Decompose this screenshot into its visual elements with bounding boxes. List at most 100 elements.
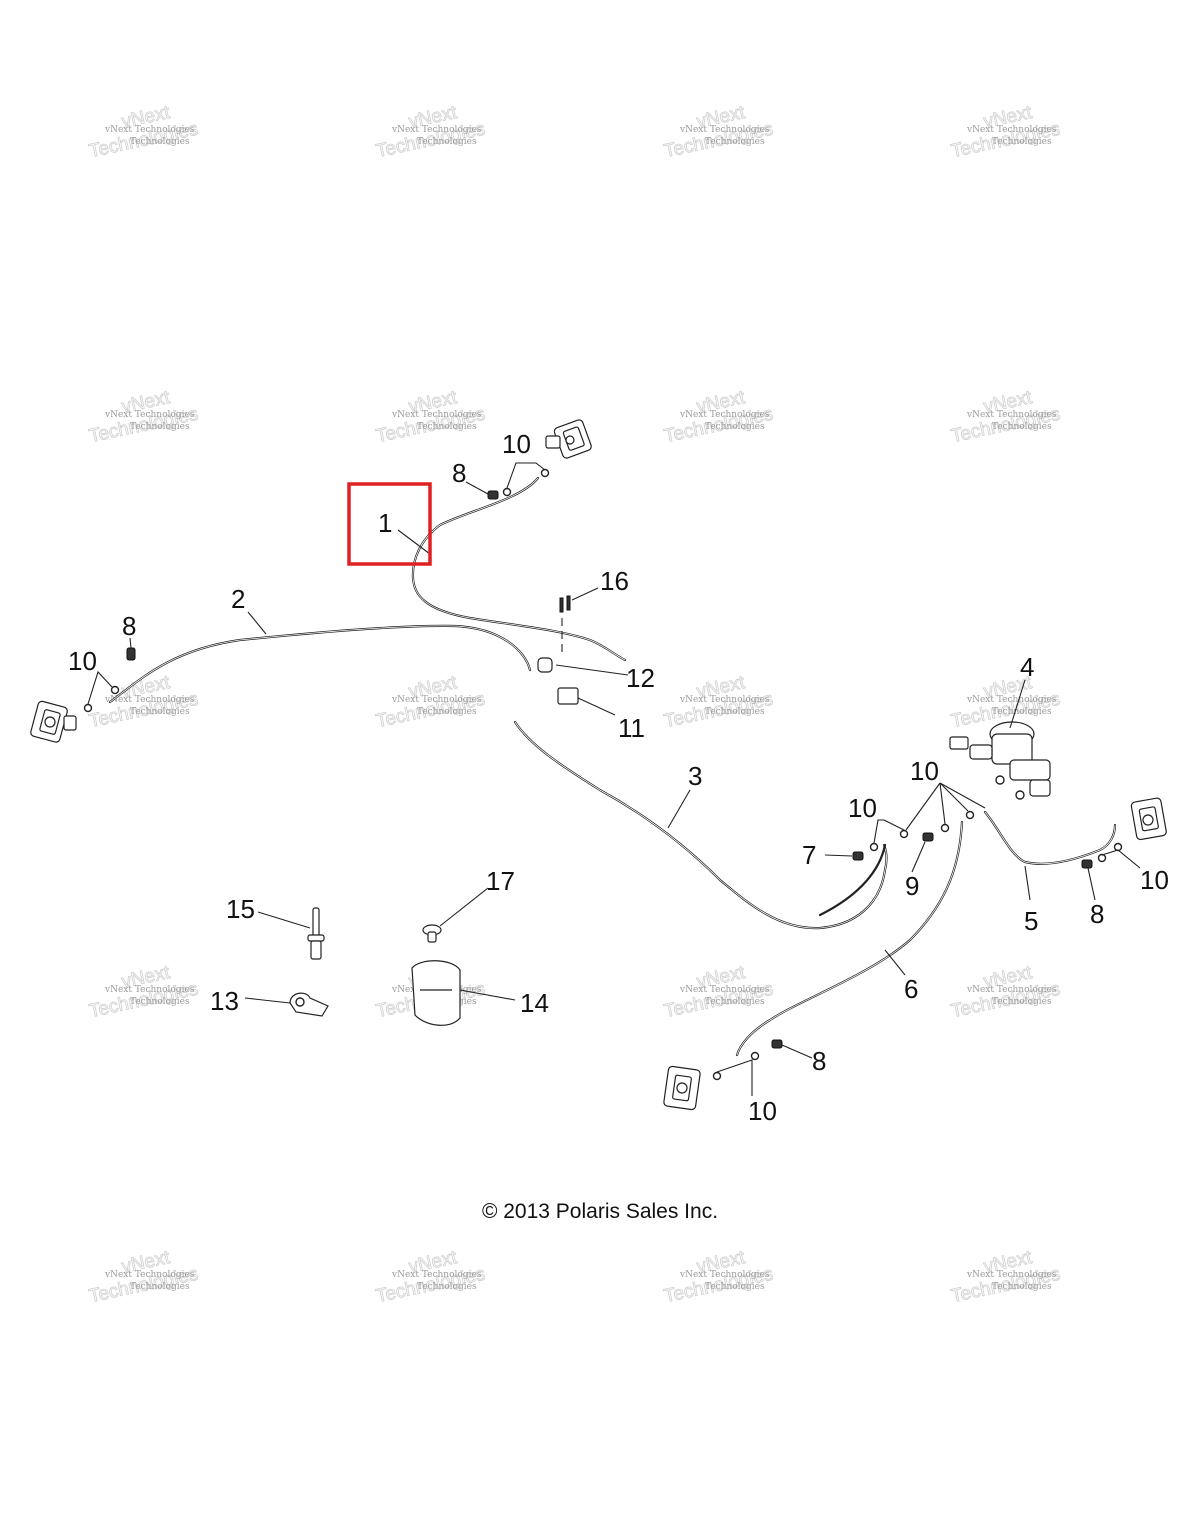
- callout-9[interactable]: 9: [905, 871, 919, 901]
- watermark-r3c1: vNext Technologies vNext Technologies Te…: [87, 672, 201, 733]
- brake-hose-6[interactable]: [735, 820, 964, 1057]
- svg-text:vNext Technologies: vNext Technologies: [966, 1270, 1057, 1280]
- watermark-r2c3: vNext Technologies vNext Technologies Te…: [662, 387, 776, 448]
- leader-10-mid-b1: [905, 782, 941, 831]
- banjo-bolt-top-icon: [487, 468, 550, 500]
- brake-hose-1[interactable]: [411, 476, 627, 662]
- brake-hose-short[interactable]: [818, 843, 887, 917]
- svg-text:Technologies: Technologies: [130, 997, 190, 1007]
- master-cylinder-icon: [949, 721, 1051, 800]
- svg-text:Technologies: Technologies: [992, 137, 1052, 147]
- svg-text:vNext Technologies: vNext Technologies: [679, 1270, 770, 1280]
- svg-text:vNext Technologies: vNext Technologies: [679, 985, 770, 995]
- watermark-r4c1: vNext Technologies vNext Technologies Te…: [87, 962, 201, 1023]
- brake-hose-5[interactable]: [983, 810, 1117, 865]
- callout-17[interactable]: 17: [486, 866, 515, 896]
- watermark-r5c1: vNext Technologies vNext Technologies Te…: [87, 1247, 201, 1308]
- callout-5[interactable]: 5: [1024, 906, 1038, 936]
- brake-hose-2[interactable]: [108, 624, 532, 704]
- caliper-left-icon: [30, 700, 77, 743]
- leader-10-left: [87, 670, 113, 705]
- callout-8-right[interactable]: 8: [1090, 899, 1104, 929]
- leader-2: [247, 611, 267, 635]
- leader-10-bottom: [716, 1059, 753, 1096]
- brake-hose-3[interactable]: [513, 720, 888, 930]
- callout-16[interactable]: 16: [600, 566, 629, 596]
- svg-text:Technologies: Technologies: [992, 707, 1052, 717]
- selected-part-highlight[interactable]: [347, 482, 432, 566]
- callout-11[interactable]: 11: [618, 713, 645, 743]
- callout-14[interactable]: 14: [520, 988, 549, 1018]
- svg-text:Technologies: Technologies: [705, 707, 765, 717]
- leader-10-right: [1101, 849, 1141, 869]
- caliper-top-icon: [545, 419, 592, 459]
- svg-text:vNext Technologies: vNext Technologies: [391, 410, 482, 420]
- callout-labels: 1 2 3 4 5 6 7 8 8 8 8 9 10 10 10 10 10 1…: [68, 429, 1169, 1126]
- leader-9: [911, 841, 926, 873]
- leader-10-mid-b4: [939, 782, 986, 809]
- callout-4[interactable]: 4: [1020, 652, 1034, 682]
- callout-1[interactable]: 1: [378, 508, 392, 538]
- leader-10-mid-a: [873, 819, 905, 844]
- callout-10-mid-b[interactable]: 10: [910, 756, 939, 786]
- callout-2[interactable]: 2: [231, 584, 245, 614]
- svg-text:vNext Technologies: vNext Technologies: [966, 125, 1057, 135]
- leader-4: [1009, 679, 1026, 729]
- svg-text:Technologies: Technologies: [130, 1282, 190, 1292]
- callout-10-right[interactable]: 10: [1140, 865, 1169, 895]
- watermark-r5c3: vNext Technologies vNext Technologies Te…: [662, 1247, 776, 1308]
- leader-8-bottom: [781, 1044, 813, 1059]
- leader-6: [884, 949, 906, 976]
- leader-7: [824, 854, 853, 857]
- watermark-r4c4: vNext Technologies vNext Technologies Te…: [949, 962, 1063, 1023]
- banjo-bolt-left-icon: [83, 647, 136, 713]
- leader-15: [257, 911, 311, 929]
- svg-text:Technologies: Technologies: [417, 137, 477, 147]
- leader-10-top: [506, 462, 546, 489]
- svg-text:Technologies: Technologies: [130, 137, 190, 147]
- callout-8-bottom[interactable]: 8: [812, 1046, 826, 1076]
- callout-15[interactable]: 15: [226, 894, 255, 924]
- callout-7[interactable]: 7: [802, 840, 816, 870]
- svg-text:Technologies: Technologies: [417, 1282, 477, 1292]
- leader-14: [459, 989, 516, 1001]
- caliper-bottom-icon: [663, 1065, 701, 1111]
- leader-16: [571, 587, 599, 601]
- leader-10-mid-b3: [939, 782, 969, 812]
- callout-10-bottom[interactable]: 10: [748, 1096, 777, 1126]
- caliper-right-icon: [1130, 797, 1167, 841]
- banjo-bolt-right-icon: [1081, 842, 1123, 869]
- callout-8-left[interactable]: 8: [122, 611, 136, 641]
- svg-text:vNext Technologies: vNext Technologies: [679, 410, 770, 420]
- watermark-r1c2: vNext Technologies vNext Technologies Te…: [374, 102, 488, 163]
- push-rivet-17-icon: [422, 924, 442, 943]
- watermark-r5c2: vNext Technologies vNext Technologies Te…: [374, 1247, 488, 1308]
- svg-text:Technologies: Technologies: [417, 422, 477, 432]
- callout-3[interactable]: 3: [688, 761, 702, 791]
- leader-lines: [87, 462, 1141, 1096]
- callout-12[interactable]: 12: [626, 663, 655, 693]
- leader-12: [555, 664, 629, 676]
- callout-10-left[interactable]: 10: [68, 646, 97, 676]
- svg-text:vNext Technologies: vNext Technologies: [104, 125, 195, 135]
- callout-6[interactable]: 6: [904, 974, 918, 1004]
- svg-text:vNext Technologies: vNext Technologies: [104, 1270, 195, 1280]
- svg-text:Technologies: Technologies: [992, 1282, 1052, 1292]
- callout-8-top[interactable]: 8: [452, 458, 466, 488]
- watermark-r1c3: vNext Technologies vNext Technologies Te…: [662, 102, 776, 163]
- copyright-notice: © 2013 Polaris Sales Inc.: [482, 1200, 718, 1223]
- callout-10-top[interactable]: 10: [502, 429, 531, 459]
- leader-8-right: [1087, 867, 1096, 901]
- svg-text:vNext Technologies: vNext Technologies: [104, 985, 195, 995]
- watermark-r3c3: vNext Technologies vNext Technologies Te…: [662, 672, 776, 733]
- callout-13[interactable]: 13: [210, 986, 239, 1016]
- svg-text:Technologies: Technologies: [992, 422, 1052, 432]
- watermark-r1c4: vNext Technologies vNext Technologies Te…: [949, 102, 1063, 163]
- banjo-bolt-bottom-icon: [712, 1039, 783, 1081]
- callout-10-mid-a[interactable]: 10: [848, 793, 877, 823]
- svg-text:Technologies: Technologies: [705, 137, 765, 147]
- leader-8-top: [465, 481, 489, 495]
- watermark-layer: vNext Technologies vNext Technologies Te…: [87, 102, 1063, 1308]
